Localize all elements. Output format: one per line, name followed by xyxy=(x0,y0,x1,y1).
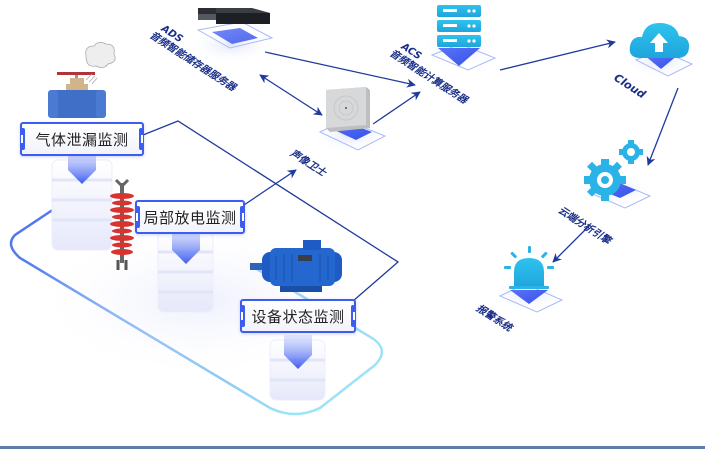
arrow-engine-to-alarm xyxy=(552,224,591,263)
monitor-partial-discharge-label: 局部放电监测 xyxy=(143,208,237,227)
alarm-node[interactable] xyxy=(490,246,566,313)
arrow-soundguard-to-acs xyxy=(372,91,421,125)
monitor-equipment-status[interactable]: 设备状态监测 xyxy=(240,299,356,333)
ads-node[interactable] xyxy=(190,8,274,63)
server-stack-icon xyxy=(437,5,481,47)
right-handle xyxy=(351,305,356,327)
monitor-gas-leak-label: 气体泄漏监测 xyxy=(35,130,129,149)
gears-icon xyxy=(584,140,643,201)
electric-motor-icon xyxy=(250,240,342,292)
cloud-upload-icon xyxy=(629,22,690,58)
left-handle xyxy=(20,128,25,150)
platform-loop xyxy=(9,203,383,416)
left-handle xyxy=(135,206,140,228)
leaking-valve-icon xyxy=(48,42,116,118)
left-handle xyxy=(240,305,245,327)
arrow-acs-to-cloud xyxy=(499,39,616,71)
arrow-soundguard-ads xyxy=(259,74,323,116)
cloud-node[interactable] xyxy=(624,22,696,78)
connector-gas-to-equipment xyxy=(142,120,400,302)
monitor-equipment-status-label: 设备状态监测 xyxy=(251,307,345,326)
analysis-engine-node[interactable] xyxy=(577,140,653,209)
insulator-icon xyxy=(110,178,134,270)
acs-node[interactable] xyxy=(420,5,500,71)
acoustic-sensor-icon xyxy=(326,87,370,132)
bottom-divider xyxy=(0,446,705,449)
stack-equipment xyxy=(269,335,326,401)
arrow-discharge-to-soundguard xyxy=(243,169,297,206)
right-handle xyxy=(139,128,144,150)
monitor-partial-discharge[interactable]: 局部放电监测 xyxy=(135,200,245,234)
monitor-gas-leak[interactable]: 气体泄漏监测 xyxy=(20,122,144,156)
stack-discharge xyxy=(157,228,214,313)
stack-gas xyxy=(51,150,113,251)
alarm-light-icon xyxy=(504,246,554,289)
arrow-cloud-to-engine xyxy=(646,87,679,166)
sound-guard-node[interactable] xyxy=(310,87,390,152)
rack-server-icon xyxy=(198,8,270,24)
right-handle xyxy=(240,206,245,228)
arrow-ads-to-acs xyxy=(264,51,416,88)
